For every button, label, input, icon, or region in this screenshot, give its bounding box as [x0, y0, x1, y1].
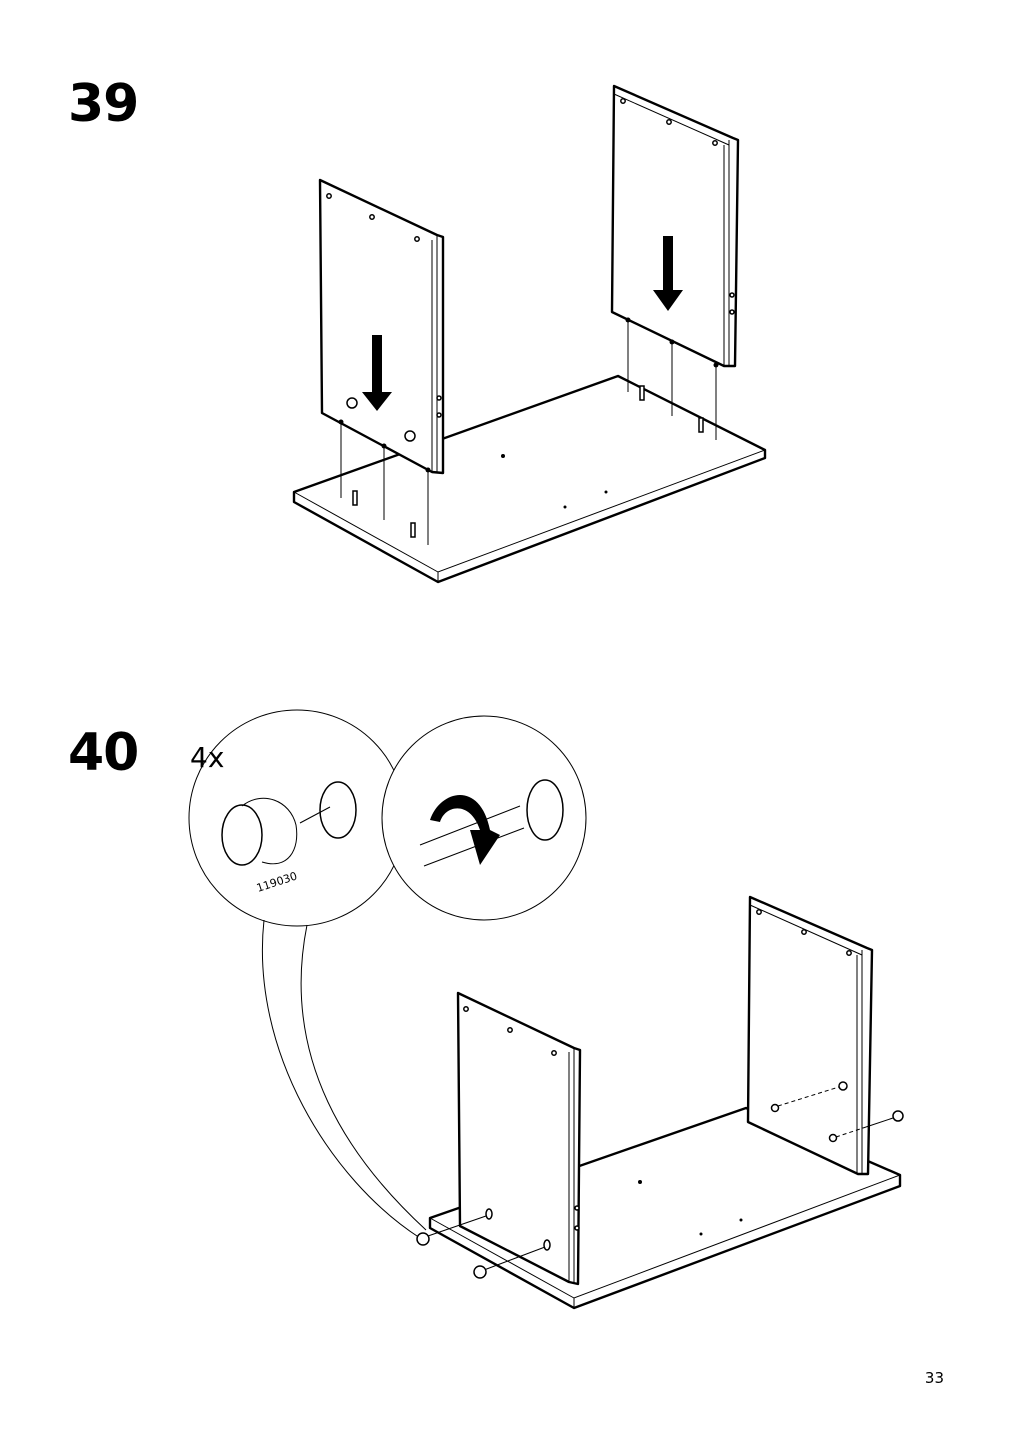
quantity-label: 4x	[190, 741, 224, 774]
left-side-panel	[456, 991, 582, 1286]
cam-lock-detail-circle: 119030	[188, 709, 427, 1239]
dowels	[338, 317, 719, 545]
arrow-down-icon	[362, 335, 392, 411]
step-number-39: 39	[68, 74, 139, 134]
arrow-down-icon	[653, 236, 683, 311]
page-number: 33	[924, 1369, 944, 1387]
step-number-40: 40	[68, 723, 139, 783]
step-39-illustration	[292, 84, 767, 584]
right-side-panel	[610, 84, 740, 368]
cam-lock-fittings	[416, 1215, 546, 1279]
screwdriver-detail-circle	[381, 715, 587, 921]
right-side-panel	[746, 895, 904, 1176]
left-side-panel	[318, 178, 445, 475]
rotate-arrow-icon	[430, 795, 500, 865]
